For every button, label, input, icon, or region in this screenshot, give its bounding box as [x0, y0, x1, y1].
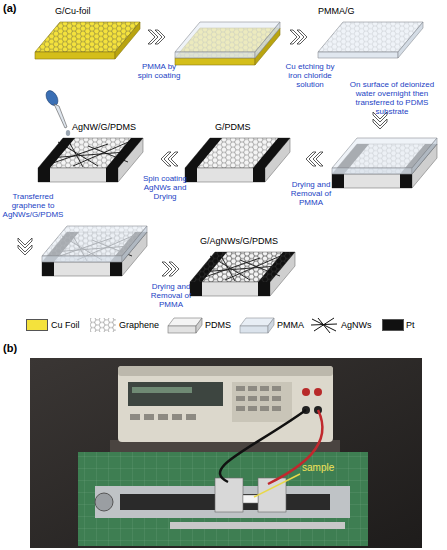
pmma-graphene-pdms-block: [332, 138, 437, 188]
agnw-pdms-block: [38, 138, 143, 182]
panel-label: (b): [3, 342, 17, 355]
sample-block: AgNW/G/PDMS: [38, 122, 148, 184]
dropper: [44, 89, 71, 136]
graphene-pdms-block: [185, 138, 290, 182]
legend-text: Pt: [406, 320, 415, 331]
legend-text: Graphene: [119, 320, 159, 331]
block-heading: G/AgNWs/G/PDMS: [190, 236, 300, 247]
step-note: On surface of deionized water overnight …: [340, 80, 444, 116]
block-heading: AgNW/G/PDMS: [38, 122, 148, 133]
final-sensor-block: [190, 252, 295, 296]
step-note: Cu etching by iron chloride solution: [281, 62, 339, 89]
step-note: Transferred graphene to AgNWs/G/PDMS: [2, 192, 64, 219]
legend-swatch: [382, 319, 404, 331]
sample-block: G/PDMS: [185, 122, 295, 184]
pmma-graphene-block: [318, 22, 423, 58]
sample-block: G/Cu-foil: [35, 6, 145, 66]
step-note: PMMA by spin coating: [136, 62, 182, 80]
step-note: Drying and Removal of PMMA: [290, 180, 332, 207]
sample-block: G/AgNWs/G/PDMS: [190, 236, 300, 298]
block-heading: G/PDMS: [185, 122, 295, 133]
pmma-graphene-agnw-block: [42, 226, 147, 276]
legend-icon: [90, 318, 337, 333]
step-note: Spin coating AgNWs and Drying: [142, 174, 188, 201]
block-heading: PMMA/G: [318, 6, 428, 17]
measurement-photo: [30, 358, 422, 548]
sample-block: PMMA/G: [318, 6, 428, 66]
step-note: Drying and Removal of PMMA: [146, 282, 196, 309]
photo-callout: sample: [302, 462, 334, 474]
process-arrow: [18, 30, 387, 276]
block-heading: G/Cu-foil: [35, 6, 145, 17]
legend-text: Cu Foil: [51, 320, 80, 331]
pmma-cu-block: [175, 22, 280, 65]
legend-text: PDMS: [205, 320, 231, 331]
panel-label: (a): [3, 2, 16, 15]
cu-foil-block: [35, 22, 140, 59]
legend-text: PMMA: [277, 320, 304, 331]
legend-swatch: [26, 319, 48, 331]
legend-text: AgNWs: [341, 320, 372, 331]
